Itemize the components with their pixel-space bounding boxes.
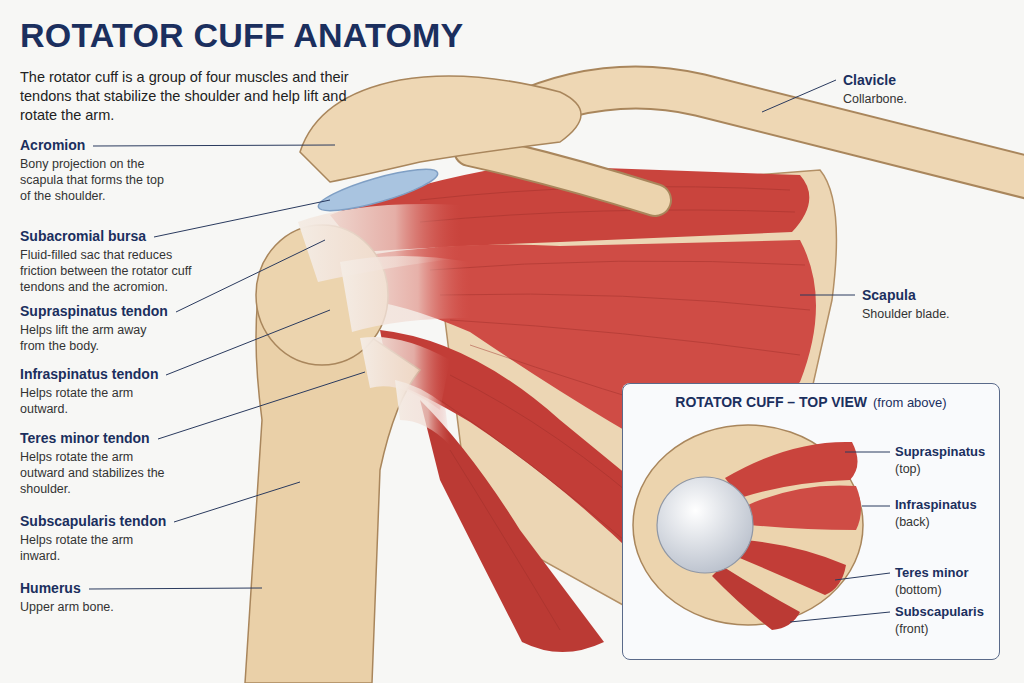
fibre <box>440 400 630 545</box>
leader-line <box>93 145 335 146</box>
part-name: Humerus <box>20 580 81 597</box>
panel-heading-row: ROTATOR CUFF – TOP VIEW (from above) <box>637 394 985 410</box>
inset-humeral-head <box>657 477 753 573</box>
coracoid-process-fill <box>470 150 655 200</box>
leader-line <box>800 295 855 296</box>
part-description: Shoulder blade. <box>862 306 1012 322</box>
panel-heading: ROTATOR CUFF – TOP VIEW <box>675 394 867 410</box>
inset-infraspinatus <box>748 485 861 530</box>
inset-position: (top) <box>895 461 921 477</box>
part-description: Helps rotate the arm outward and stabili… <box>20 449 165 497</box>
leader-line <box>845 452 890 453</box>
clavicle-outline <box>505 88 1024 178</box>
fibre <box>430 261 805 270</box>
panel-subheading: (from above) <box>873 395 947 410</box>
inset-part-name: Supraspinatus <box>895 444 985 460</box>
leader-line <box>154 200 330 237</box>
part-name: Teres minor tendon <box>20 430 150 447</box>
leader-line <box>89 588 262 589</box>
part-description: Helps rotate the arm outward. <box>20 385 155 417</box>
part-description: Bony projection on the scapula that form… <box>20 156 170 204</box>
clavicle-bone <box>505 88 1024 178</box>
part-name: Subacromial bursa <box>20 228 146 245</box>
infraspinatus-tendon <box>340 256 470 332</box>
fibre <box>450 320 800 355</box>
inset-part-name: Teres minor <box>895 565 968 581</box>
part-description: Collarbone. <box>843 91 993 107</box>
leader-lines <box>89 80 890 622</box>
leader-line <box>176 240 325 312</box>
leader-line <box>158 372 365 439</box>
part-name: Infraspinatus tendon <box>20 366 158 383</box>
inset-panel-ground <box>622 383 1000 660</box>
part-description: Fluid-filled sac that reduces friction b… <box>20 247 200 295</box>
leader-line <box>790 612 890 622</box>
inset-position: (bottom) <box>895 582 942 598</box>
leader-line <box>166 310 330 375</box>
leader-line <box>862 506 890 507</box>
part-description: Helps rotate the arm inward. <box>20 532 155 564</box>
part-name: Acromion <box>20 137 85 154</box>
leader-line <box>762 80 836 112</box>
part-description: Upper arm bone. <box>20 599 170 615</box>
inset-part-name: Infraspinatus <box>895 497 977 513</box>
fibre <box>440 294 810 310</box>
part-name: Supraspinatus tendon <box>20 303 168 320</box>
subscapularis-tendon <box>395 380 450 445</box>
inset-position: (front) <box>895 621 928 637</box>
coracoid-process <box>470 150 655 200</box>
inset-part-name: Subscapularis <box>895 604 984 620</box>
diagram-title: ROTATOR CUFF ANATOMY <box>20 16 463 55</box>
leader-line <box>174 482 300 522</box>
intro-text: The rotator cuff is a group of four musc… <box>20 68 375 125</box>
part-name: Scapula <box>862 287 916 304</box>
leader-line <box>835 573 890 580</box>
subacromial-bursa <box>315 161 441 218</box>
part-name: Clavicle <box>843 72 896 89</box>
fibre <box>420 210 795 222</box>
inset-position: (back) <box>895 514 930 530</box>
part-name: Subscapularis tendon <box>20 513 166 530</box>
part-description: Helps lift the arm away from the body. <box>20 322 155 354</box>
inset-subscapularis <box>712 566 800 630</box>
fibre <box>450 450 560 630</box>
